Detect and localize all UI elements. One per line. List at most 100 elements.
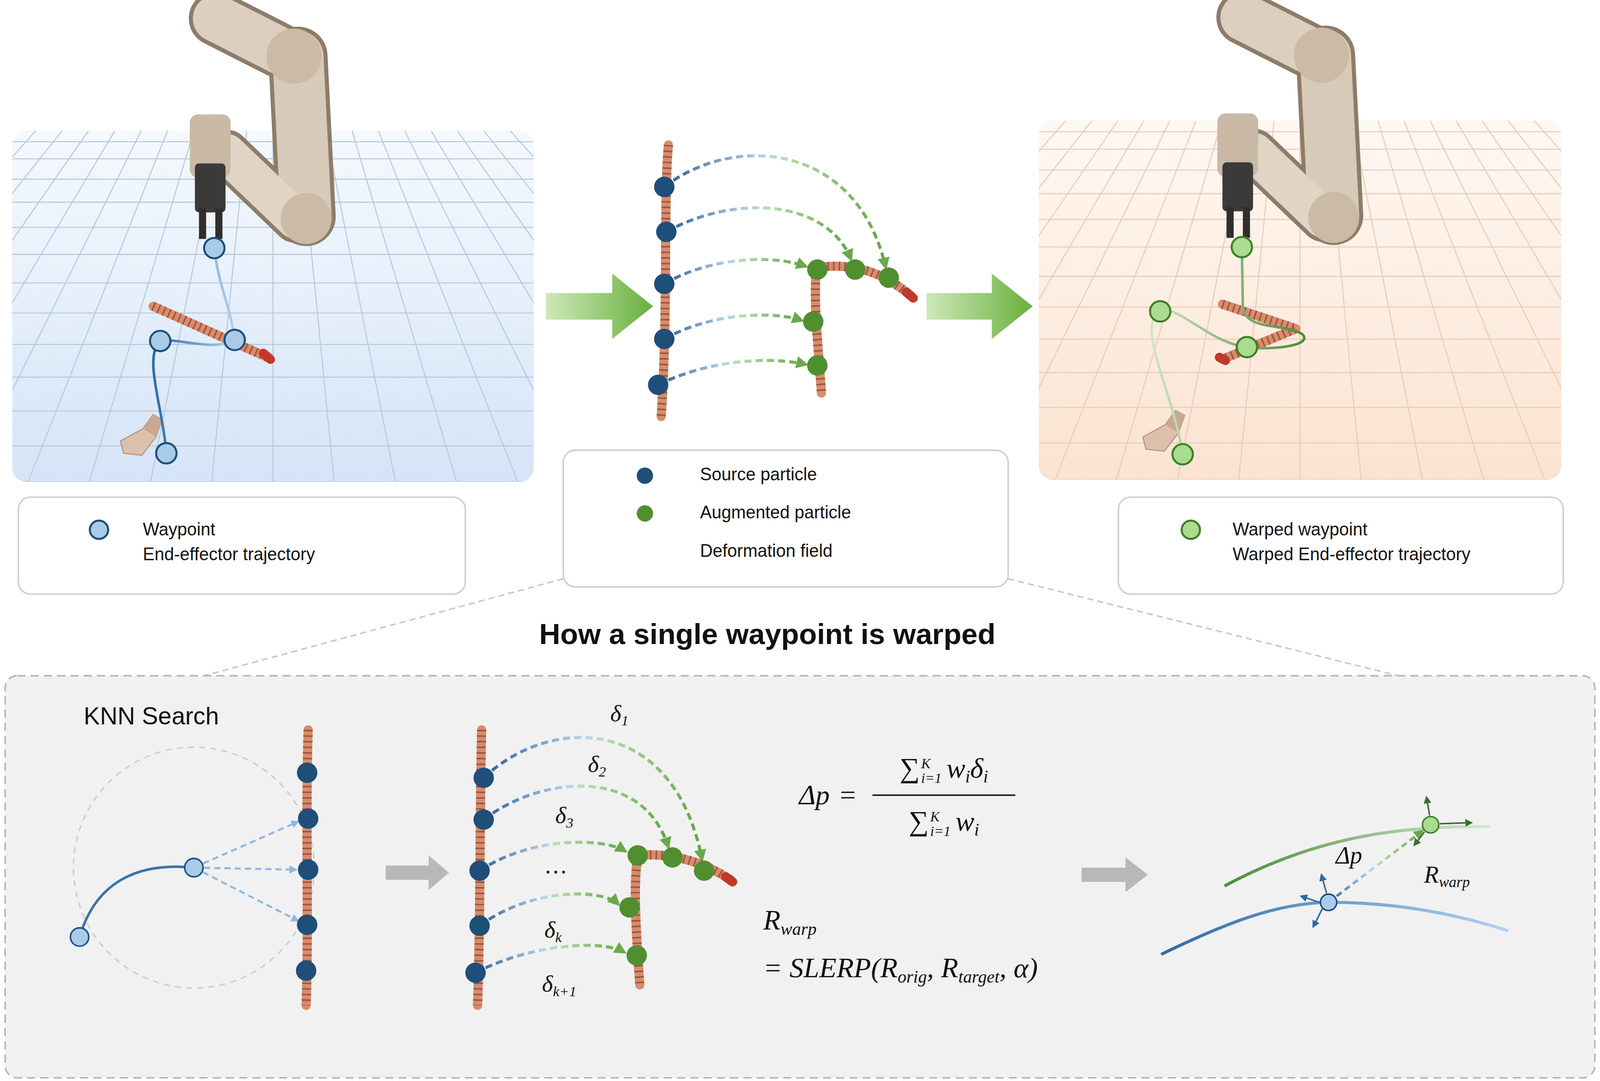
warped-scene (1149, 301, 1171, 322)
limit-sub: i=1 (921, 770, 942, 786)
deformation-field (647, 145, 914, 417)
deformation-field (647, 374, 669, 396)
figure-title: How a single waypoint is warped (539, 617, 996, 651)
deformation-field (905, 291, 914, 299)
floor-grid (1404, 120, 1545, 480)
deformation-field (803, 311, 824, 332)
math-text: = (838, 778, 858, 811)
math-text: δ (544, 916, 556, 943)
legend-box (18, 496, 466, 594)
warp-result (1313, 908, 1323, 927)
math-label: = SLERP(Rorig, Rtarget, α) (763, 951, 1038, 987)
knn-search (297, 914, 318, 935)
deformation-field (656, 221, 677, 243)
legend-entry: Source particle (699, 464, 817, 485)
displacement-field (635, 854, 731, 985)
warped-scene (1217, 17, 1359, 244)
subscript: i (983, 766, 989, 787)
warp-result (1414, 831, 1425, 846)
deformation-field (666, 207, 851, 260)
deformation-field (654, 176, 675, 198)
math-text: δ (587, 751, 599, 777)
floor-grid (1038, 120, 1067, 480)
warped-scene (1222, 304, 1297, 360)
limit-sup: K (930, 809, 951, 824)
math-label: δ1 (608, 699, 631, 729)
zoom-leader (1008, 578, 1398, 676)
legend-entry: End-effector trajectory (142, 544, 316, 565)
deformation-field (803, 259, 900, 376)
floor-grid (1116, 120, 1223, 480)
knn-search (298, 808, 319, 829)
knn-search (193, 821, 299, 921)
subscript: 1 (621, 712, 629, 729)
floor-grid (1482, 120, 1562, 480)
math-label: ∑Ki=1wi (908, 805, 979, 841)
displacement-field (619, 897, 640, 918)
math-label: δk+1 (540, 970, 579, 1000)
deformation-field (845, 259, 866, 280)
deformation-field (658, 360, 807, 385)
step-arrow (385, 855, 450, 890)
warp-result (1161, 796, 1508, 955)
displacement-field (725, 876, 734, 882)
legend-entry: Warped End-effector trajectory (1232, 544, 1471, 565)
legend-text: Warped waypoint (1232, 519, 1368, 540)
warped-scene (1236, 337, 1258, 358)
deformation-field (647, 176, 677, 396)
knn-search (184, 858, 204, 877)
floor-grid (12, 130, 89, 482)
warp-result (1414, 796, 1472, 845)
legend-text: Waypoint (142, 519, 216, 540)
subscript: 3 (565, 814, 574, 831)
math-text: R (1424, 860, 1440, 888)
displacement-field (626, 944, 647, 966)
legend-box (563, 450, 1008, 587)
floor-grid (1377, 120, 1484, 480)
deformation-field (654, 328, 675, 350)
warp-result (1328, 830, 1423, 903)
math-label: KNN Search (83, 702, 220, 731)
floor-grid (509, 130, 534, 482)
math-label: Δp= (798, 778, 858, 812)
legend-text: Augmented particle (699, 502, 851, 523)
math-text: ∑ (908, 805, 929, 837)
knn-search (297, 762, 318, 783)
displacement-field (469, 860, 490, 881)
deformation-field (664, 259, 807, 284)
math-text: = SLERP(R (763, 951, 898, 984)
source-scene (0, 18, 1600, 482)
source-scene (204, 237, 225, 259)
math-text: Δp (798, 778, 830, 811)
math-label: Rwarp (763, 903, 817, 940)
title-text: How a single waypoint is warped (539, 617, 996, 651)
subscript: k (555, 928, 562, 945)
subscript: orig (897, 966, 927, 987)
floor-grid (1455, 120, 1562, 480)
displacement-field (619, 845, 715, 966)
displacement-field (483, 737, 702, 860)
displacement-field (627, 845, 648, 866)
math-text: Δp (1335, 841, 1362, 869)
knn-search (193, 867, 297, 870)
detail-panel (4, 675, 1595, 1078)
floor-grid (1352, 120, 1423, 480)
flow-arrow (926, 273, 1033, 339)
displacement-field (473, 767, 494, 789)
warped-scene (1151, 246, 1304, 454)
math-label: δ3 (553, 801, 576, 831)
legend-text: Source particle (699, 464, 817, 485)
warp-result (1161, 902, 1508, 955)
knn-search (296, 762, 319, 981)
subscript: k+1 (552, 982, 577, 999)
math-label: δk (542, 916, 565, 946)
math-label: ∑Ki=1wiδi (899, 752, 989, 788)
knn-search (79, 866, 194, 937)
math-text: δ (970, 752, 984, 784)
math-label: Δp (1335, 841, 1362, 870)
deformation-field (807, 259, 828, 280)
math-text: w (946, 752, 966, 784)
floor-grid (12, 130, 62, 482)
legend-box (1171, 552, 1215, 556)
